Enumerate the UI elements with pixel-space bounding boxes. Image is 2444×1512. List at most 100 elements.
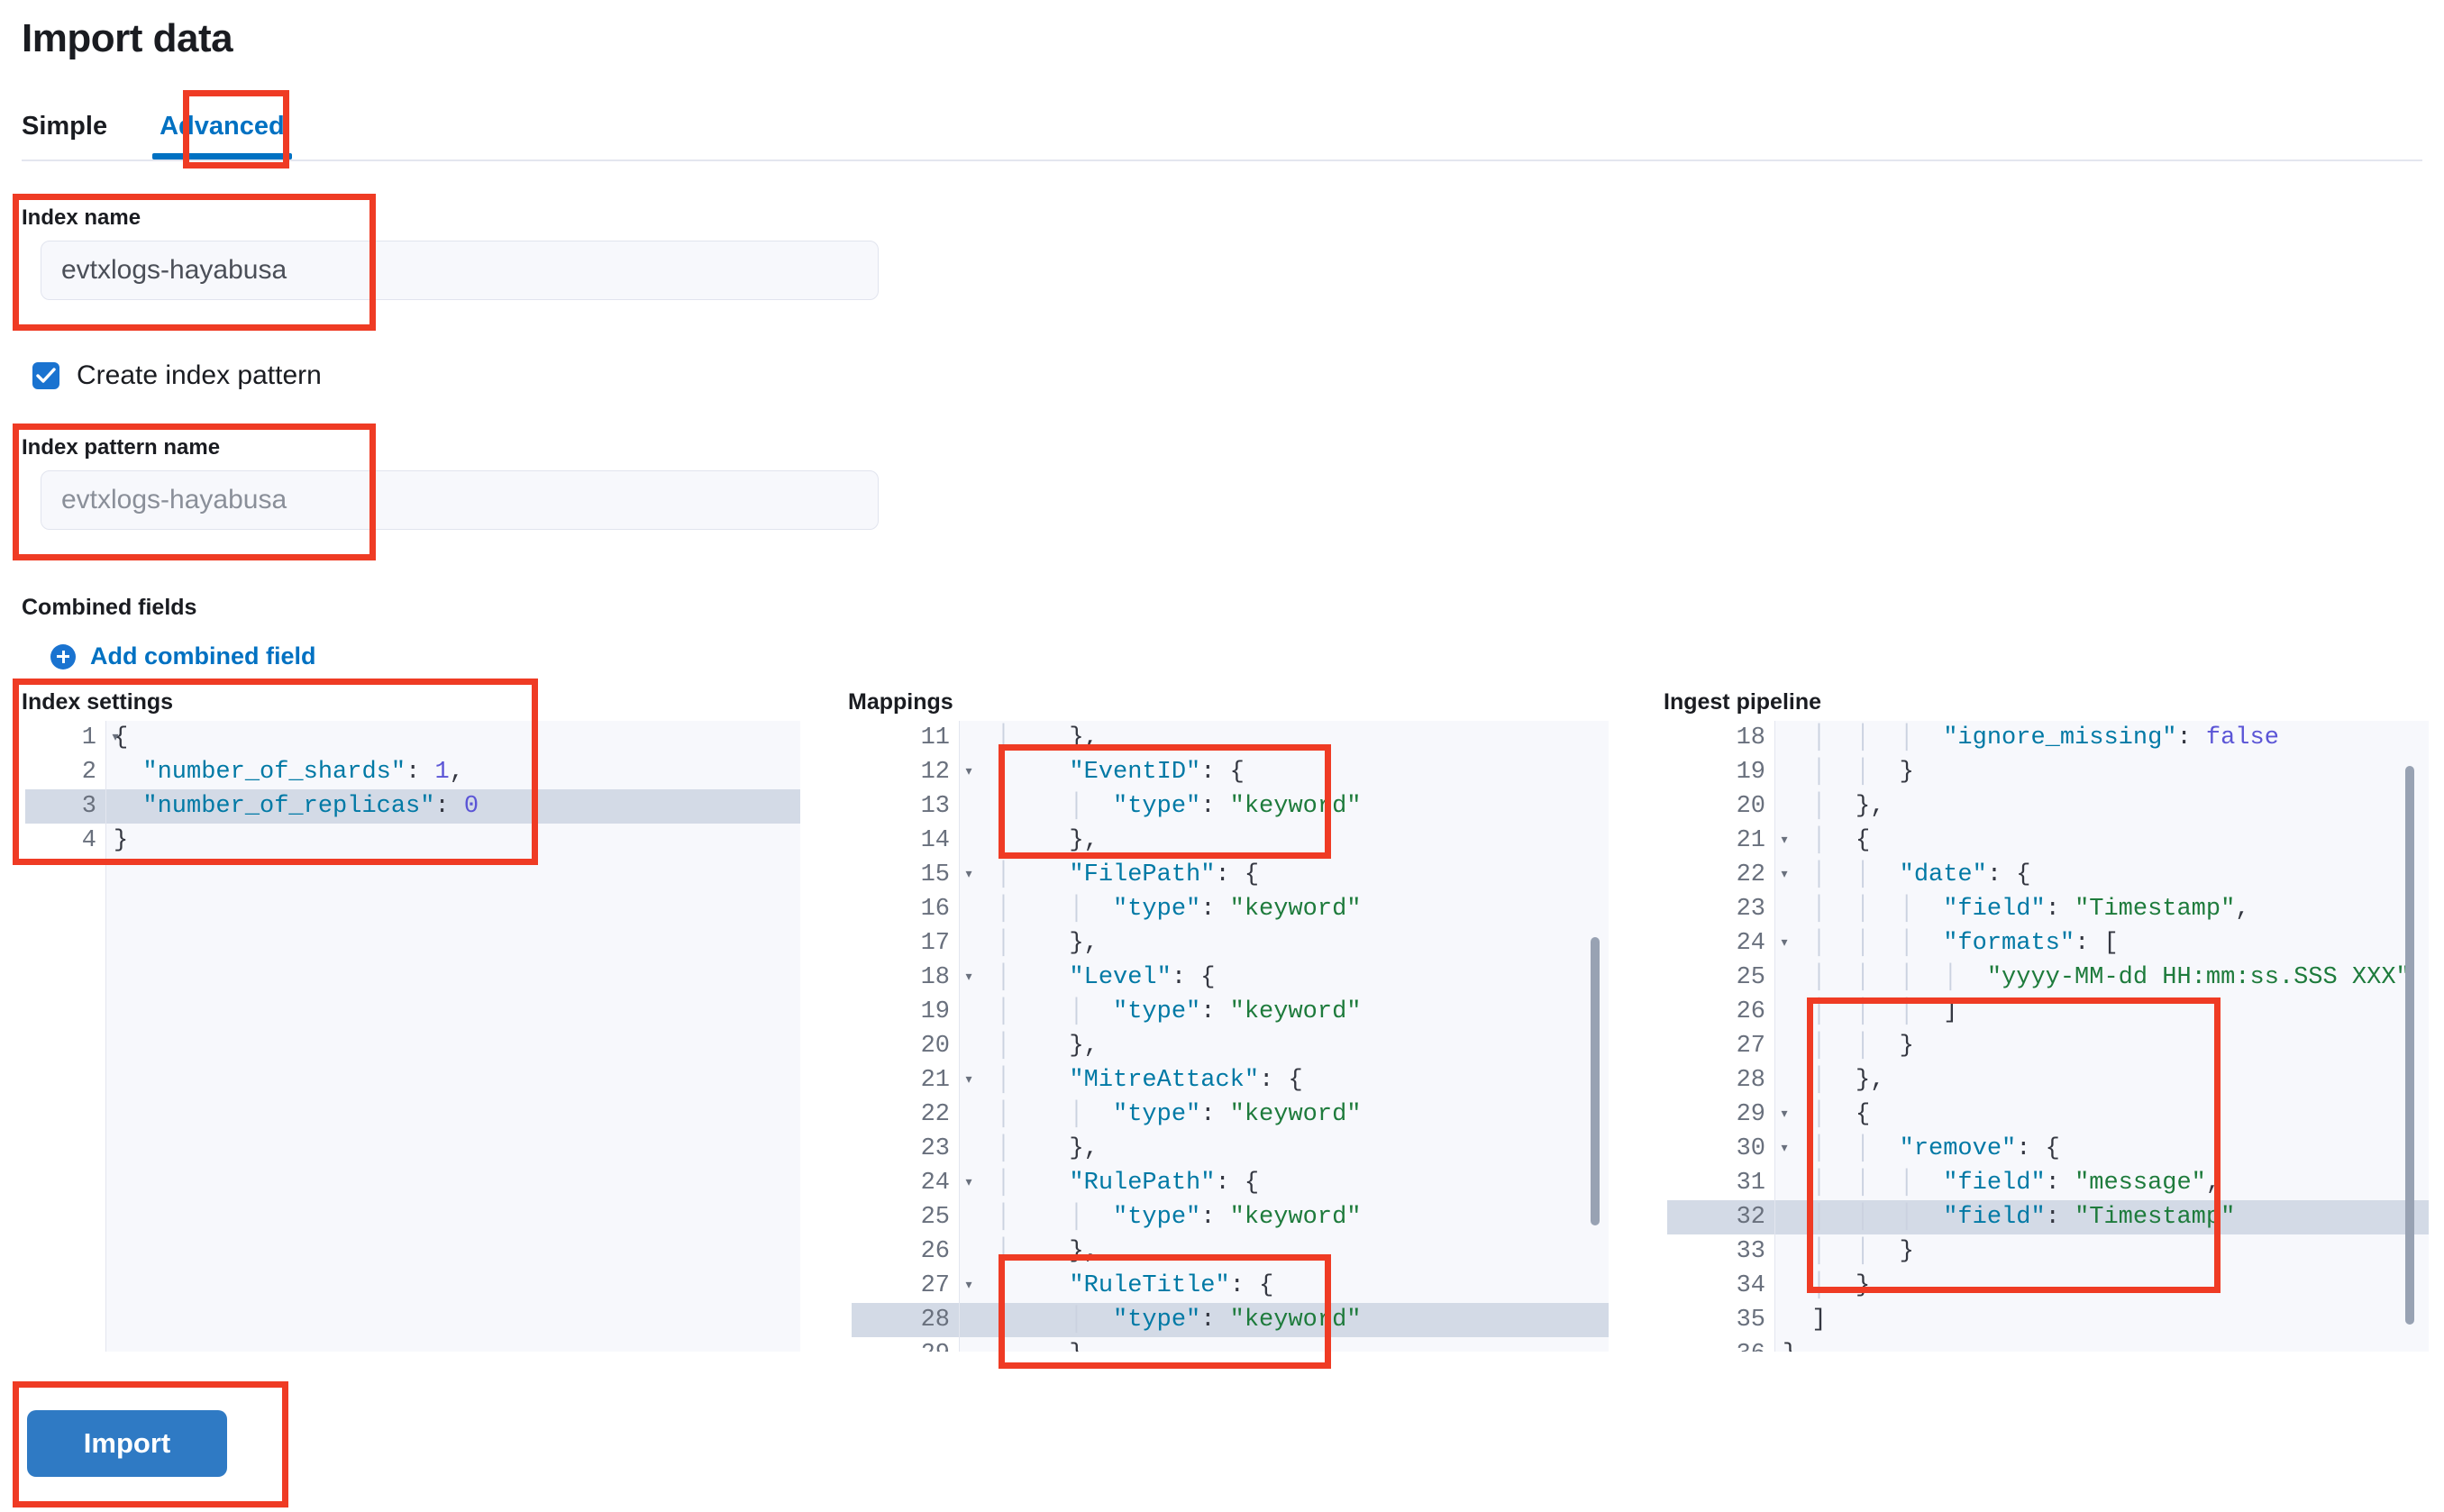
line-number: 20 [920,1033,950,1060]
code-line[interactable]: │ { [1811,1101,1871,1128]
code-line[interactable]: │ │ │ "field": "message", [1811,1170,2221,1197]
code-line[interactable]: │ }, [996,1135,1099,1162]
fold-arrow-icon[interactable]: ▾ [963,866,974,884]
import-button[interactable]: Import [27,1410,227,1477]
fold-arrow-icon[interactable]: ▾ [963,1071,974,1089]
tab-bar: Simple Advanced [22,95,314,159]
fold-arrow-icon[interactable]: ▾ [1779,1106,1790,1124]
tab-simple[interactable]: Simple [22,112,108,141]
code-line[interactable]: │ │ "type": "keyword" [996,896,1362,923]
line-number: 35 [1736,1307,1765,1334]
code-line[interactable]: │ │ │ │ "yyyy-MM-dd HH:mm:ss.SSS XXX" [1811,964,2411,991]
code-line[interactable]: │ } [1811,1272,1871,1299]
line-number: 14 [920,827,950,854]
line-number: 31 [1736,1170,1765,1197]
code-line[interactable]: │ │ "type": "keyword" [960,1303,1609,1337]
index-settings-title: Index settings [22,689,174,715]
code-line[interactable]: │ }, [960,1337,1609,1352]
line-number: 25 [1736,964,1765,991]
line-number: 26 [1736,998,1765,1025]
mappings-code[interactable]: │ }, │ "EventID": { │ │ "type": "keyword… [960,721,1609,1352]
line-number: 13 [920,793,950,820]
line-number: 11 [920,724,950,751]
code-line[interactable]: │ │ } [1811,1238,1914,1265]
code-line[interactable]: │ │ │ ] [1811,998,1958,1025]
index-name-input[interactable]: evtxlogs-hayabusa [41,241,879,300]
code-line[interactable]: │ │ "type": "keyword" [996,998,1362,1025]
tab-divider [22,159,2422,161]
add-combined-field-button[interactable]: Add combined field [50,642,316,670]
code-line[interactable]: │ }, [996,1033,1099,1060]
create-index-pattern-checkbox[interactable]: Create index pattern [32,360,322,391]
index-settings-code[interactable]: { "number_of_shards": 1, "number_of_repl… [106,721,800,1352]
code-line[interactable]: │ "MitreAttack": { [996,1067,1303,1094]
line-number: 27 [1736,1033,1765,1060]
code-line[interactable]: │ │ "type": "keyword" [996,1204,1362,1231]
line-number: 28 [1736,1067,1765,1094]
line-number: 3 [25,789,105,824]
line-number: 18▾ [852,961,974,995]
code-line[interactable]: │ │ "type": "keyword" [996,1101,1362,1128]
line-number: 20 [1736,793,1765,820]
code-line[interactable]: │ │ "date": { [1811,861,2031,888]
code-line[interactable]: │ }, [996,827,1099,854]
code-line[interactable]: { [114,724,129,751]
fold-arrow-icon[interactable]: ▾ [963,969,974,987]
code-line[interactable]: │ │ │ "ignore_missing": false [1811,724,2279,751]
code-line[interactable]: │ "RulePath": { [996,1170,1260,1197]
fold-arrow-icon[interactable]: ▾ [963,1277,974,1295]
fold-arrow-icon[interactable]: ▾ [963,1174,974,1192]
code-line[interactable]: │ }, [996,1238,1099,1265]
code-line[interactable]: │ "FilePath": { [996,861,1260,888]
line-number: 19 [920,998,950,1025]
code-line[interactable]: │ │ "remove": { [1811,1135,2060,1162]
line-number: 28 [852,1303,959,1337]
code-line[interactable]: │ }, [1811,793,1885,820]
code-line[interactable]: │ "Level": { [996,964,1216,991]
checkbox-checked-icon [32,362,59,389]
tab-advanced[interactable]: Advanced [131,114,314,159]
code-line[interactable]: "number_of_shards": 1, [142,759,464,786]
page-title: Import data [22,16,233,60]
code-line[interactable]: │ "RuleTitle": { [996,1272,1274,1299]
code-line[interactable]: │ │ │ "field": "Timestamp", [1811,896,2250,923]
code-line[interactable]: ] [1811,1307,1827,1334]
code-line[interactable]: │ │ │ "formats": [ [1811,930,2119,957]
ingest-pipeline-code[interactable]: │ │ │ "ignore_missing": false │ │ } │ },… [1775,721,2429,1352]
code-line[interactable]: │ }, [996,724,1099,751]
code-line[interactable]: } [1775,1337,2429,1352]
fold-arrow-icon[interactable]: ▾ [1779,866,1790,884]
code-line[interactable]: } [114,827,129,854]
combined-fields-label: Combined fields [22,595,197,620]
code-line[interactable]: │ }, [1811,1067,1885,1094]
code-line[interactable]: │ { [1811,827,1871,854]
code-line[interactable]: │ │ │ "field": "Timestamp" [1775,1200,2429,1234]
fold-arrow-icon[interactable]: ▾ [1779,832,1790,850]
index-pattern-name-input[interactable]: evtxlogs-hayabusa [41,470,879,530]
line-number: 19 [1736,759,1765,786]
code-line[interactable]: │ "EventID": { [996,759,1245,786]
line-number: 21▾ [1667,824,1790,858]
code-line[interactable]: │ │ } [1811,759,1914,786]
code-line[interactable]: │ │ "type": "keyword" [996,793,1362,820]
line-number: 16 [920,896,950,923]
code-line[interactable]: │ }, [996,930,1099,957]
line-number: 15▾ [852,858,974,892]
fold-arrow-icon[interactable]: ▾ [963,763,974,781]
mappings-scrollbar[interactable] [1591,937,1600,1225]
fold-arrow-icon[interactable]: ▾ [1779,1140,1790,1158]
fold-arrow-icon[interactable]: ▾ [110,729,121,747]
plus-circle-icon [50,643,76,669]
ingest-pipeline-title: Ingest pipeline [1664,689,1822,715]
line-number: 25 [920,1204,950,1231]
code-line[interactable]: │ │ } [1811,1033,1914,1060]
code-line[interactable]: "number_of_replicas": 0 [106,789,800,824]
line-number: 26 [920,1238,950,1265]
fold-arrow-icon[interactable]: ▾ [1779,934,1790,952]
index-pattern-name-label: Index pattern name [22,435,221,460]
ingest-pipeline-scrollbar[interactable] [2405,766,2414,1325]
